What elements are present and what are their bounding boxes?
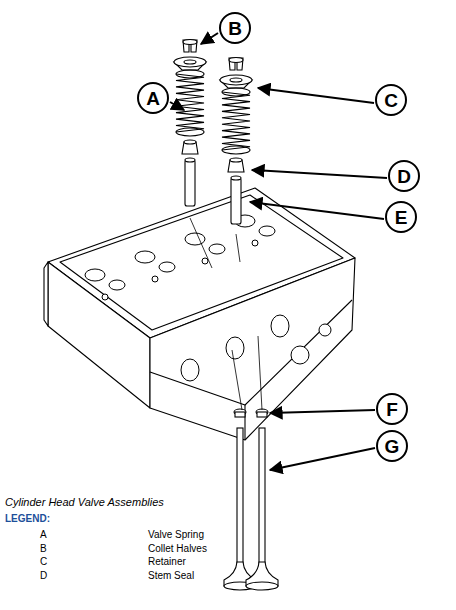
callout-letter: A bbox=[146, 89, 160, 108]
figure-caption: Cylinder Head Valve Assemblies bbox=[5, 496, 164, 508]
legend-cell: Valve Spring bbox=[148, 529, 204, 541]
callout-letter: F bbox=[386, 400, 398, 419]
legend-cell: D bbox=[40, 570, 47, 582]
callout-letter: G bbox=[385, 437, 400, 456]
callout-circle: E bbox=[385, 201, 417, 233]
legend-cell: C bbox=[40, 556, 47, 568]
callout-letter: C bbox=[384, 91, 398, 110]
callout-letter: D bbox=[397, 167, 411, 186]
callout-circle: B bbox=[219, 12, 251, 44]
legend-cell: B bbox=[40, 543, 47, 555]
legend-cell: Collet Halves bbox=[148, 543, 207, 555]
callout-circle: F bbox=[376, 393, 408, 425]
legend-cell: Retainer bbox=[148, 556, 186, 568]
callout-circle: A bbox=[137, 82, 169, 114]
callout-letter: E bbox=[395, 208, 408, 227]
callout-circle: G bbox=[376, 430, 408, 462]
legend-cell: Stem Seal bbox=[148, 570, 194, 582]
callout-circle: D bbox=[388, 160, 420, 192]
legend-heading: LEGEND: bbox=[5, 513, 50, 525]
callout-circle: C bbox=[375, 84, 407, 116]
legend-cell: A bbox=[40, 529, 47, 541]
callout-letter: B bbox=[228, 19, 242, 38]
